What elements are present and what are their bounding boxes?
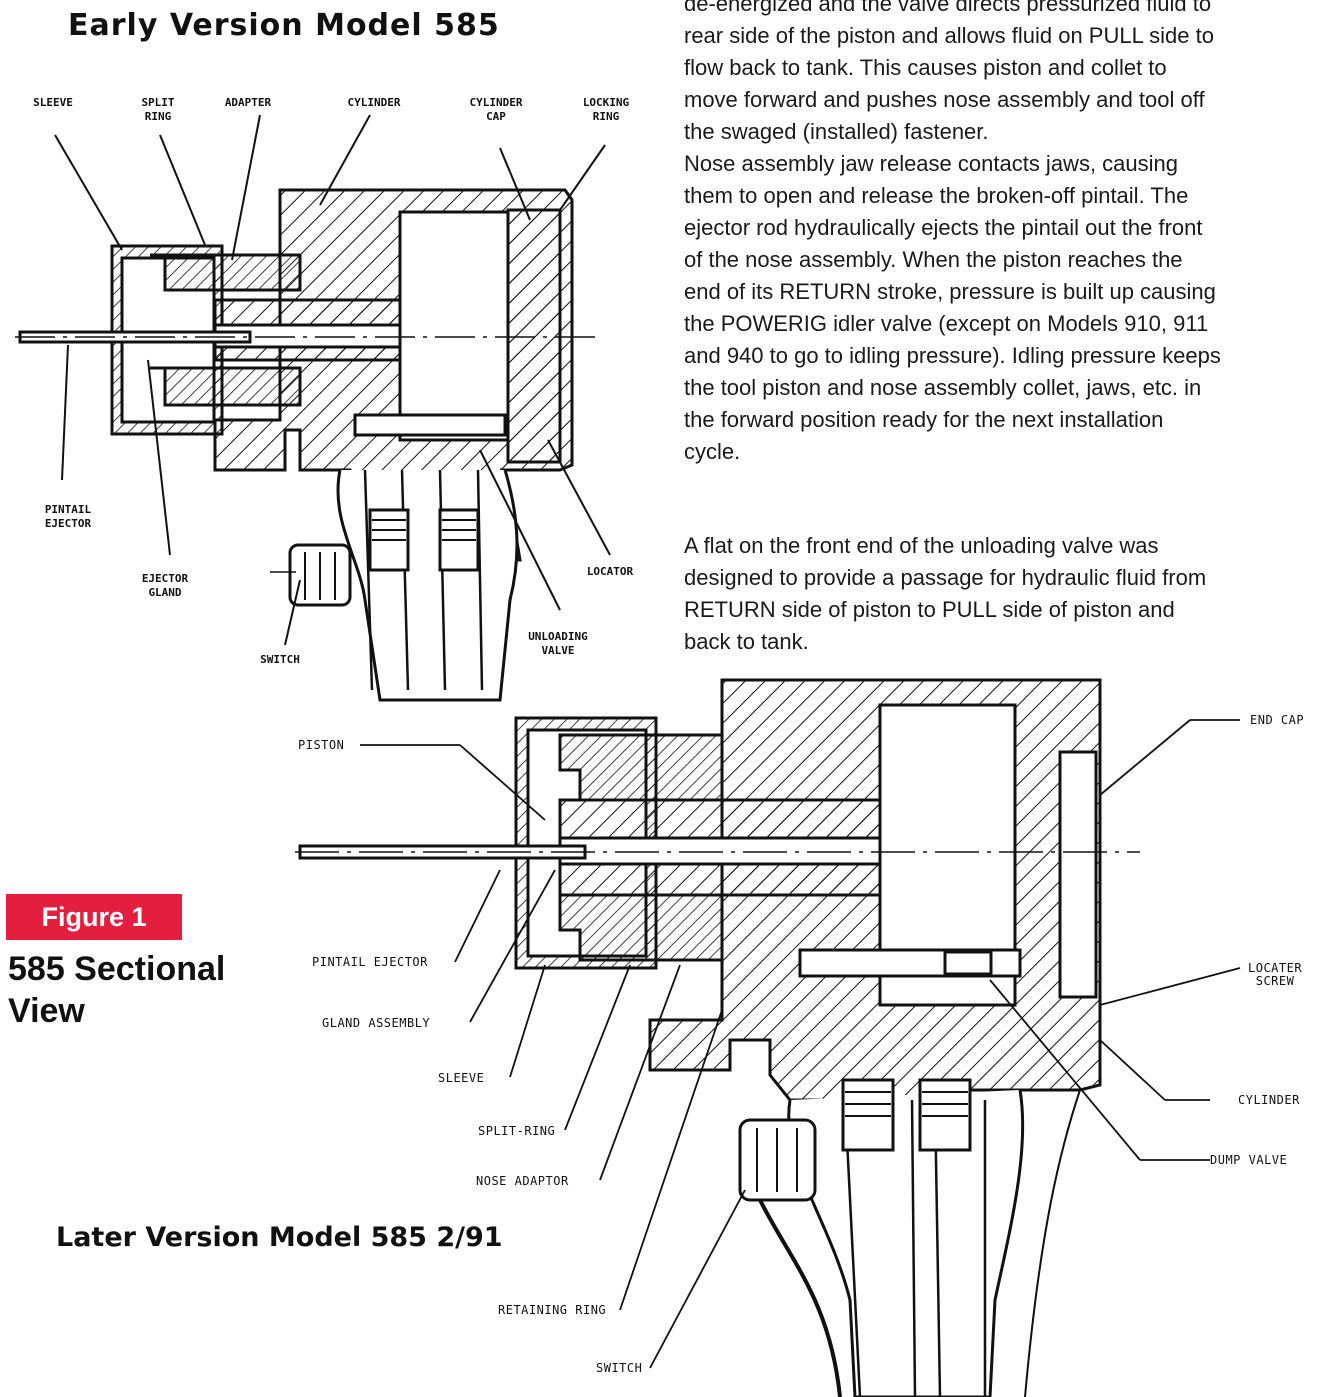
later-label-gland-assembly: GLAND ASSEMBLY [322, 1016, 431, 1030]
later-leader-lines [360, 719, 1241, 1369]
early-label-unloading-valve: UNLOADING VALVE [528, 630, 588, 657]
later-label-sleeve: SLEEVE [438, 1071, 485, 1085]
early-label-locking-ring: LOCKING RING [582, 96, 630, 123]
early-label-adapter: ADAPTER [224, 96, 272, 109]
figure-badge: Figure 1 [6, 894, 182, 940]
early-version-heading: Early Version Model 585 [68, 8, 500, 43]
early-label-sleeve: SLEEVE [33, 96, 73, 109]
later-label-end-cap: END CAP [1250, 713, 1305, 727]
early-leader-lines [54, 114, 611, 646]
early-label-cylinder-cap: CYLINDER CAP [469, 96, 523, 123]
later-label-locater-screw: LOCATER SCREW [1248, 961, 1303, 988]
later-label-nose-adaptor: NOSE ADAPTOR [476, 1174, 569, 1188]
later-label-retaining-ring: RETAINING RING [498, 1303, 607, 1317]
early-label-ejector-gland: EJECTOR GLAND [141, 572, 189, 599]
later-label-piston: PISTON [298, 738, 345, 752]
early-label-split-ring: SPLIT RING [141, 96, 175, 123]
later-label-pintail-ejector: PINTAIL EJECTOR [312, 955, 428, 969]
later-label-switch: SWITCH [596, 1361, 643, 1375]
early-label-cylinder: CYLINDER [347, 96, 401, 109]
later-label-dump-valve: DUMP VALVE [1210, 1153, 1288, 1167]
early-label-switch: SWITCH [260, 653, 300, 666]
later-label-cylinder: CYLINDER [1238, 1093, 1300, 1107]
early-version-drawing [15, 188, 595, 702]
later-version-drawing [295, 678, 1140, 1397]
paragraph-jaw-release: Nose assembly jaw release contacts jaws,… [684, 151, 1221, 464]
figure-caption: 585 Sectional View [8, 950, 226, 1030]
paragraph-unloading-valve: A flat on the front end of the unloading… [684, 533, 1207, 654]
early-label-locator: LOCATOR [586, 565, 634, 578]
later-version-heading: Later Version Model 585 2/91 [56, 1222, 503, 1253]
early-label-pintail-ejector: PINTAIL EJECTOR [44, 503, 92, 530]
later-label-split-ring: SPLIT-RING [478, 1124, 556, 1138]
paragraph-return-stroke: de-energized and the valve directs press… [684, 0, 1214, 144]
